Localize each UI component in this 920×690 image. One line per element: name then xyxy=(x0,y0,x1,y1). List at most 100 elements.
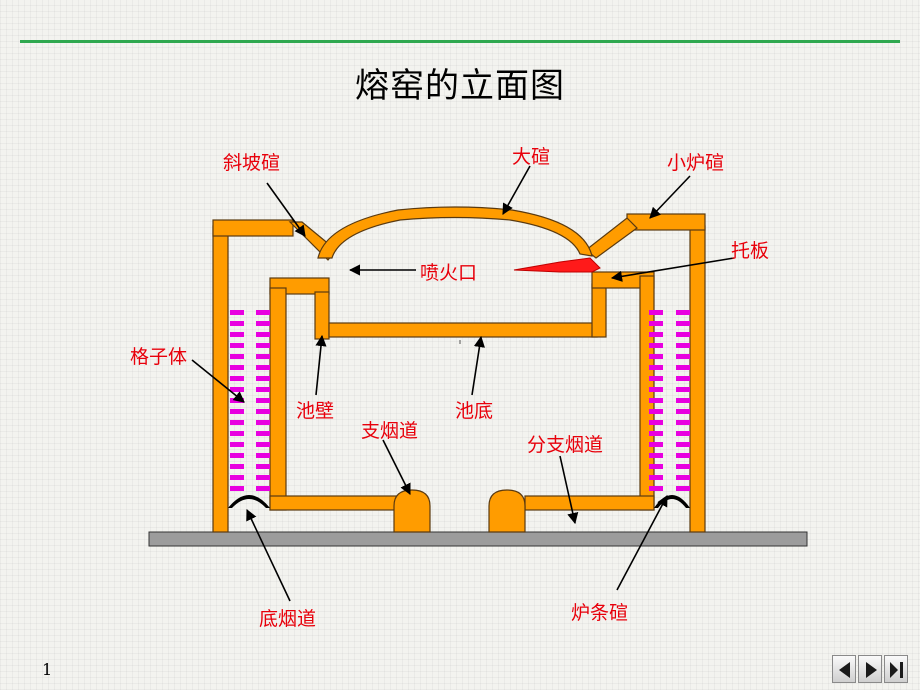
label-checker-work: 格子体 xyxy=(130,346,188,368)
checker-brick xyxy=(256,475,270,480)
left-inner-wall xyxy=(269,287,287,511)
checker-brick xyxy=(649,343,663,348)
left-grate-arch xyxy=(228,495,270,508)
checker-brick xyxy=(230,486,244,491)
branch-flue-arch-right xyxy=(488,489,526,533)
checker-brick xyxy=(230,332,244,337)
last-slide-button[interactable] xyxy=(884,655,908,683)
checker-brick xyxy=(649,387,663,392)
label-grate-arch: 炉条碹 xyxy=(571,602,629,624)
right-grate-arch xyxy=(654,495,690,508)
ground-slab xyxy=(148,531,808,547)
checker-brick xyxy=(256,398,270,403)
first-slide-button[interactable] xyxy=(832,655,856,683)
checker-brick xyxy=(649,376,663,381)
checker-brick xyxy=(676,398,690,403)
checker-brick xyxy=(676,486,690,491)
checker-brick xyxy=(649,475,663,480)
checker-brick xyxy=(256,442,270,447)
checker-brick xyxy=(230,409,244,414)
next-slide-icon xyxy=(866,662,877,678)
checker-brick xyxy=(256,310,270,315)
checker-brick xyxy=(676,420,690,425)
label-small-crown: 小炉碹 xyxy=(667,152,725,174)
right-top-slab xyxy=(626,213,706,231)
right-outer-wall xyxy=(689,225,706,533)
checker-brick xyxy=(230,387,244,392)
checker-brick xyxy=(676,431,690,436)
checker-brick xyxy=(649,332,663,337)
label-branch-flue: 支烟道 xyxy=(361,420,419,442)
checker-brick xyxy=(256,321,270,326)
tank-bottom-slab xyxy=(328,322,598,338)
checker-brick xyxy=(649,321,663,326)
leader-branch-flue xyxy=(382,439,411,496)
checker-brick xyxy=(256,354,270,359)
checker-brick xyxy=(676,365,690,370)
label-sub-branch-flue: 分支烟道 xyxy=(527,434,604,456)
label-burner-port: 喷火口 xyxy=(420,262,478,284)
next-slide-button[interactable] xyxy=(858,655,882,683)
checker-brick xyxy=(676,464,690,469)
slide-title: 熔窑的立面图 xyxy=(355,66,565,106)
checker-brick xyxy=(676,442,690,447)
checker-brick xyxy=(676,321,690,326)
checker-brick xyxy=(649,354,663,359)
checker-brick xyxy=(256,332,270,337)
checker-brick xyxy=(230,464,244,469)
checker-brick xyxy=(649,365,663,370)
checker-brick xyxy=(649,486,663,491)
checker-brick xyxy=(256,464,270,469)
checker-brick xyxy=(230,376,244,381)
leader-grate-arch xyxy=(616,495,668,591)
previous-slide-icon xyxy=(890,662,903,678)
checker-brick xyxy=(676,387,690,392)
checker-brick xyxy=(256,387,270,392)
title-rule xyxy=(20,40,900,43)
label-main-crown: 大碹 xyxy=(512,146,551,168)
checker-brick xyxy=(676,310,690,315)
checker-brick xyxy=(676,475,690,480)
leader-sub-branch-flue xyxy=(559,455,579,525)
checker-brick xyxy=(649,398,663,403)
label-tank-wall: 池壁 xyxy=(296,400,335,422)
tank-wall-right xyxy=(591,283,607,338)
checker-brick xyxy=(230,354,244,359)
checker-brick xyxy=(676,332,690,337)
leader-bottom-flue xyxy=(246,508,291,602)
checker-brick xyxy=(256,343,270,348)
page-number: 1 xyxy=(42,660,53,679)
leader-sloped-crown xyxy=(266,182,306,237)
checker-brick xyxy=(649,453,663,458)
checker-brick xyxy=(256,453,270,458)
checker-brick xyxy=(230,453,244,458)
checker-brick xyxy=(230,475,244,480)
checker-brick xyxy=(649,409,663,414)
checker-brick xyxy=(256,376,270,381)
label-sloped-crown: 斜坡碹 xyxy=(223,152,281,174)
leader-tank-bottom xyxy=(471,335,485,396)
checker-brick xyxy=(649,420,663,425)
checker-brick xyxy=(256,420,270,425)
checker-brick xyxy=(649,442,663,447)
first-slide-icon xyxy=(839,662,850,678)
label-bottom-flue: 底烟道 xyxy=(259,608,317,630)
left-checker-work xyxy=(230,310,270,491)
checker-brick xyxy=(256,486,270,491)
left-top-slab xyxy=(212,219,294,237)
label-tank-bottom: 池底 xyxy=(455,400,494,422)
checker-brick xyxy=(230,420,244,425)
main-crown-arch xyxy=(317,206,593,259)
checker-brick xyxy=(676,343,690,348)
checker-brick xyxy=(230,431,244,436)
right-sloped-crown xyxy=(585,217,638,259)
checker-brick xyxy=(649,464,663,469)
checker-brick xyxy=(676,354,690,359)
leader-checker-work xyxy=(191,359,245,403)
checker-brick xyxy=(649,310,663,315)
checker-brick xyxy=(676,453,690,458)
leader-tank-wall xyxy=(315,334,327,396)
checker-brick xyxy=(230,343,244,348)
label-support-plate: 托板 xyxy=(731,240,770,262)
leader-support-plate xyxy=(610,257,735,282)
